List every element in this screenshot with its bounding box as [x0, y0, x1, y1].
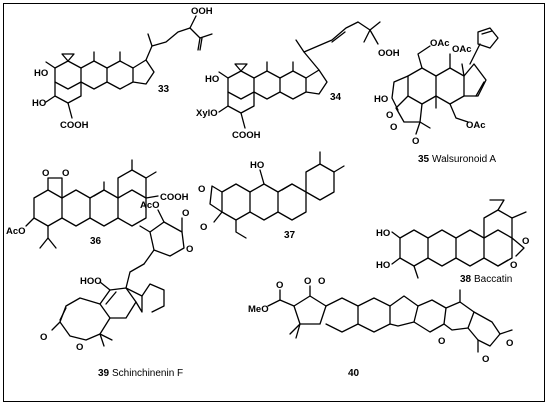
label-39-o-4: O — [76, 342, 83, 353]
label-40-o-6: O — [506, 338, 513, 349]
label-34-cooh: COOH — [232, 130, 261, 141]
label-39-hoo: HOO — [80, 276, 102, 287]
label-38-o-1: O — [522, 236, 529, 247]
label-38-ho-1: HO — [376, 228, 390, 239]
label-35-o-3: O — [412, 136, 419, 147]
compound-number-36: 36 — [90, 236, 102, 247]
label-33-cooh: COOH — [60, 120, 89, 131]
label-35-oac-1: OAc — [430, 38, 450, 49]
label-39-o-3: O — [40, 332, 47, 343]
compound-number-34: 34 — [330, 92, 342, 103]
label-37-ho: HO — [250, 160, 264, 171]
label-40-o-1: O — [304, 276, 311, 287]
label-35-o-1: O — [386, 110, 393, 121]
label-33-ho-2: HO — [32, 98, 46, 109]
compound-36: O O COOH AcO 36 — [6, 159, 189, 249]
compound-number-40: 40 — [348, 368, 360, 379]
label-36-aco: AcO — [6, 226, 26, 237]
compound-33: OOH HO HO COOH 33 — [32, 6, 213, 131]
compound-number-35: 35 — [418, 154, 430, 165]
label-37-o-1: O — [198, 184, 205, 195]
label-35-oac-3: OAc — [466, 120, 486, 131]
label-35-o-2: O — [390, 122, 397, 133]
compound-name-35: Walsuronoid A — [432, 154, 496, 165]
compound-34: OOH HO XylO COOH 34 — [196, 21, 400, 141]
label-38-o-2: O — [510, 260, 517, 271]
compound-number-33: 33 — [158, 84, 170, 95]
label-34-xylo: XylO — [196, 108, 218, 119]
label-34-ooh: OOH — [378, 48, 400, 59]
label-33-ho-1: HO — [34, 68, 48, 79]
label-38-ho-2: HO — [376, 260, 390, 271]
label-36-o-1: O — [42, 168, 49, 179]
compound-37: HO O O 37 — [198, 151, 345, 241]
label-40-o-4: O — [438, 336, 445, 347]
label-39-o-2: O — [186, 244, 193, 255]
label-40-meo: MeO — [248, 304, 269, 315]
compound-name-38: Baccatin — [474, 274, 512, 285]
label-35-oac-2: OAc — [452, 44, 472, 55]
compound-name-39: Schinchinenin F — [112, 368, 183, 379]
label-36-cooh: COOH — [160, 192, 189, 203]
label-39-o-1: O — [182, 208, 189, 219]
label-34-ho: HO — [205, 74, 219, 85]
compound-38: HO HO O O 38 Baccatin — [376, 199, 529, 285]
label-35-ho: HO — [374, 94, 388, 105]
compound-number-38: 38 — [460, 274, 472, 285]
compound-39: AcO O O HOO O O 39 Schinchinenin F — [40, 200, 193, 379]
label-33-ooh: OOH — [191, 6, 213, 17]
label-40-o-5: O — [482, 354, 489, 365]
label-36-o-2: O — [62, 168, 69, 179]
compound-number-39: 39 — [98, 368, 110, 379]
compound-number-37: 37 — [284, 230, 296, 241]
furan-ring — [477, 27, 499, 49]
compound-35: OAc OAc HO O O OAc O 35 Walsuronoid A — [374, 27, 499, 165]
label-39-aco: AcO — [140, 200, 160, 211]
label-40-o-2: O — [318, 276, 325, 287]
figure-frame — [3, 3, 545, 402]
compound-40: O O MeO O O O O 40 — [248, 276, 513, 379]
label-37-o-2: O — [200, 222, 207, 233]
label-40-o-3: O — [276, 280, 283, 291]
